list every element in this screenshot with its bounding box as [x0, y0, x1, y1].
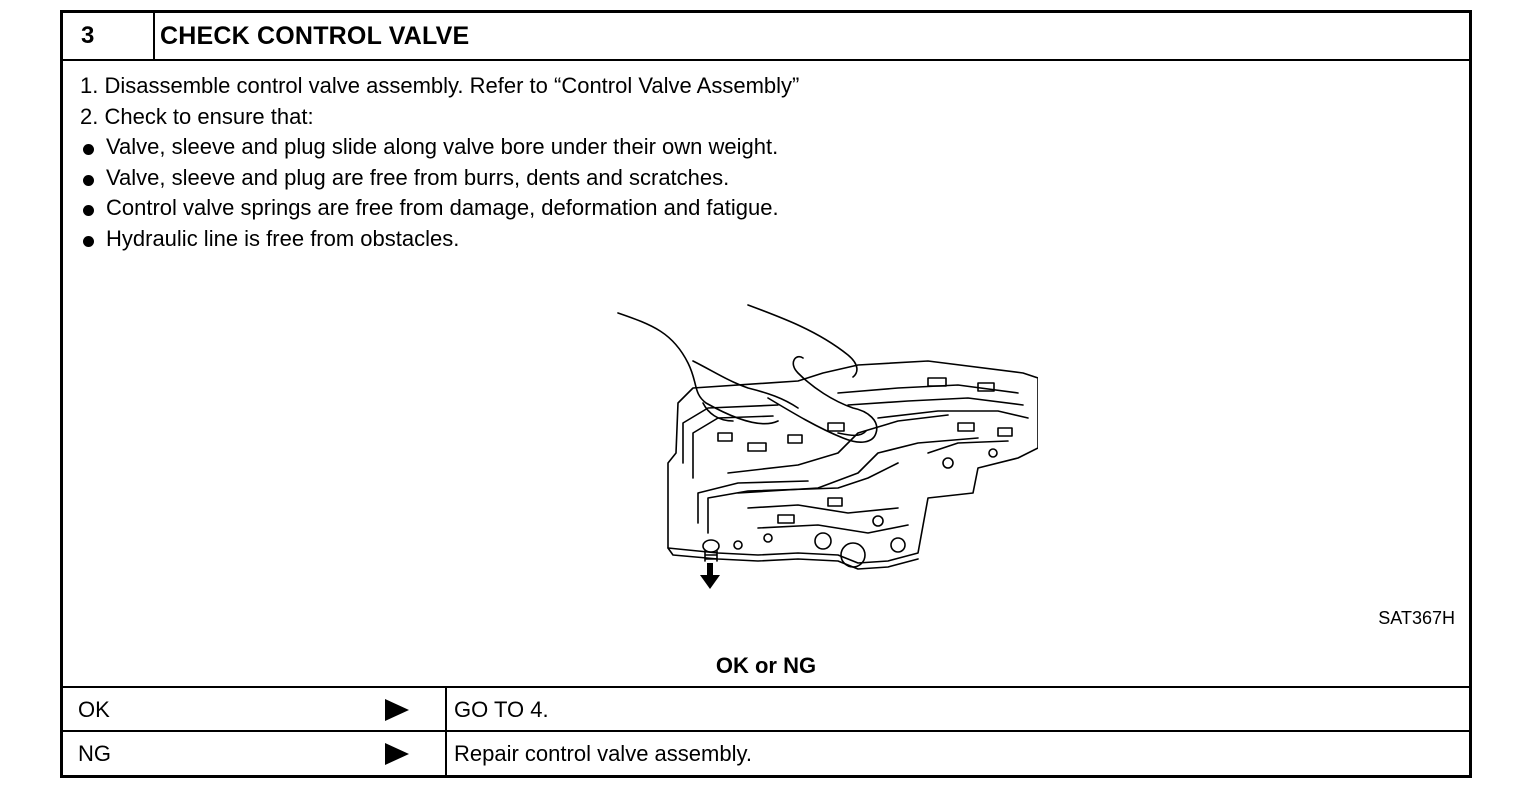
instruction-bullet: Valve, sleeve and plug are free from bur… [80, 163, 799, 194]
instruction-bullet: Valve, sleeve and plug slide along valve… [80, 132, 799, 163]
figure-code: SAT367H [1378, 608, 1455, 628]
decision-title: OK or NG [715, 653, 817, 678]
row-result: Repair control valve assembly. [454, 741, 752, 766]
decision-rule [63, 686, 1469, 688]
instruction-bullet: Control valve springs are free from dama… [80, 193, 799, 224]
procedure-table: 3 CHECK CONTROL VALVE 1. Disassemble con… [60, 10, 1472, 778]
decision-divider [445, 686, 447, 778]
row-label: OK [78, 697, 110, 722]
header-rule [63, 59, 1469, 61]
instruction-line: 1. Disassemble control valve assembly. R… [80, 73, 800, 98]
step-number: 3 [81, 22, 95, 49]
row-result: GO TO 4. [454, 697, 549, 722]
control-valve-illustration [617, 304, 1038, 589]
step-title: CHECK CONTROL VALVE [160, 22, 470, 50]
instruction-line: 2. Check to ensure that: [80, 103, 314, 129]
arrow-right-icon [385, 743, 409, 765]
header-divider [153, 13, 155, 60]
arrow-right-icon [385, 699, 409, 721]
row-rule [63, 730, 1469, 732]
instruction-bullet: Hydraulic line is free from obstacles. [80, 224, 799, 255]
row-label: NG [78, 741, 111, 766]
instruction-list: 1. Disassemble control valve assembly. R… [80, 71, 799, 255]
